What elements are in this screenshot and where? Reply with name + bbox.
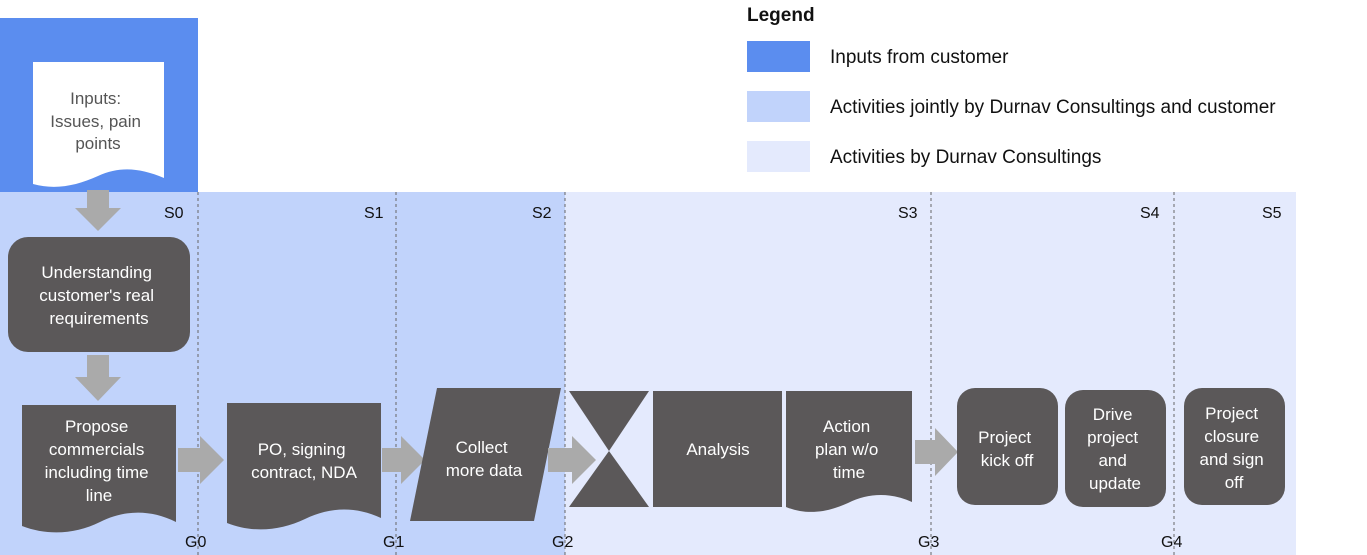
- stage-label-s1: S1: [364, 205, 384, 222]
- input-document-text: Inputs: Issues, pain points: [50, 89, 145, 153]
- step-closure-text: Project closure and sign off: [1199, 404, 1268, 492]
- step-po-text: PO, signing contract, NDA: [251, 440, 357, 482]
- legend-title: Legend: [747, 5, 815, 26]
- legend-label-joint: Activities jointly by Durnav Consultings…: [830, 97, 1276, 118]
- input-document-shape: [33, 62, 164, 187]
- step-analysis: [653, 391, 782, 507]
- step-action-plan: [786, 391, 912, 512]
- gate-label-g0: G0: [185, 534, 206, 551]
- legend-label-durnav: Activities by Durnav Consultings: [830, 147, 1101, 168]
- gate-label-g1: G1: [383, 534, 404, 551]
- gate-label-g2: G2: [552, 534, 573, 551]
- step-collect-data: [410, 388, 561, 521]
- stage-label-s0: S0: [164, 205, 184, 222]
- step-understanding: [8, 237, 190, 352]
- step-understanding-text: Understanding customer's real requiremen…: [39, 263, 158, 328]
- step-action-text: Action plan w/o time: [815, 417, 883, 482]
- legend-swatch-customer: [747, 41, 810, 72]
- step-kickoff-text: Project kick off: [978, 428, 1036, 470]
- step-po-signing: [227, 403, 381, 530]
- arrow-right-1: [178, 436, 224, 484]
- step-project-closure: [1184, 388, 1285, 505]
- collate-hourglass-bottom: [569, 451, 649, 507]
- legend-swatch-joint: [747, 91, 810, 122]
- arrow-down-1: [75, 190, 121, 231]
- step-collect-text: Collect more data: [446, 438, 523, 480]
- stage-label-s5: S5: [1262, 205, 1282, 222]
- arrow-right-3: [548, 436, 596, 484]
- gate-label-g4: G4: [1161, 534, 1182, 551]
- step-project-kickoff: [957, 388, 1058, 505]
- step-drive-text: Drive project and update: [1087, 405, 1143, 493]
- legend-label-customer: Inputs from customer: [830, 47, 1009, 68]
- gate-label-g3: G3: [918, 534, 939, 551]
- stage-label-s2: S2: [532, 205, 552, 222]
- arrow-down-2: [75, 355, 121, 401]
- arrow-right-4: [915, 428, 958, 476]
- arrow-right-2: [382, 436, 425, 484]
- stage-label-s3: S3: [898, 205, 918, 222]
- legend-swatch-durnav: [747, 141, 810, 172]
- step-drive-project: [1065, 390, 1166, 507]
- step-analysis-text: Analysis: [686, 440, 749, 459]
- stage-label-s4: S4: [1140, 205, 1160, 222]
- step-propose-text: Propose commercials including time line: [45, 417, 154, 505]
- step-propose-commercials: [22, 405, 176, 533]
- collate-hourglass-top: [569, 391, 649, 451]
